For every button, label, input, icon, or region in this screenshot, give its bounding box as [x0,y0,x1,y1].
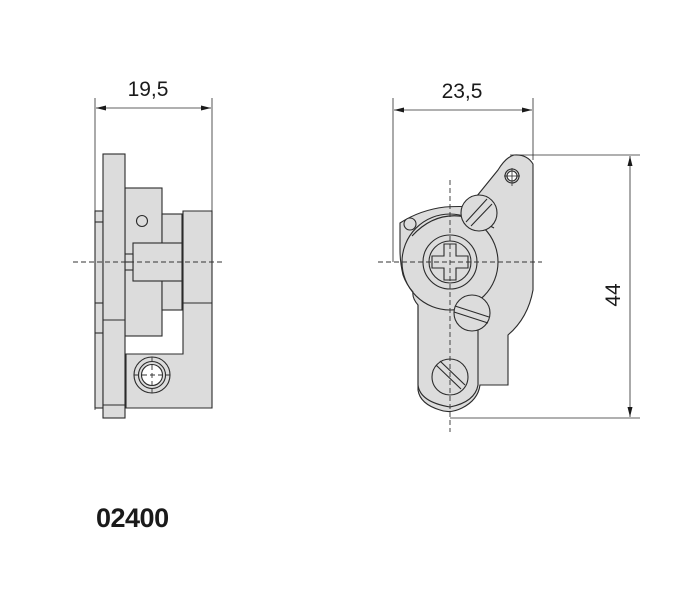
main-plate [102,153,126,419]
slotted-screw-top [460,194,498,232]
small-pin [403,217,417,231]
front-view: 23,5 44 [378,80,640,432]
top-hole [504,168,520,186]
side-view: 19,5 [73,78,222,419]
product-code: 02400 [96,503,169,533]
side-width-label: 19,5 [128,78,169,101]
left-strip [94,210,104,409]
front-width-label: 23,5 [442,80,483,103]
front-width-dimension: 23,5 [392,80,534,262]
bracket [125,210,213,409]
front-height-dimension: 44 [450,154,640,419]
screw-hole [133,356,171,394]
slotted-screw-middle [453,294,491,332]
front-height-label: 44 [602,283,625,307]
pin-hole [135,214,149,228]
